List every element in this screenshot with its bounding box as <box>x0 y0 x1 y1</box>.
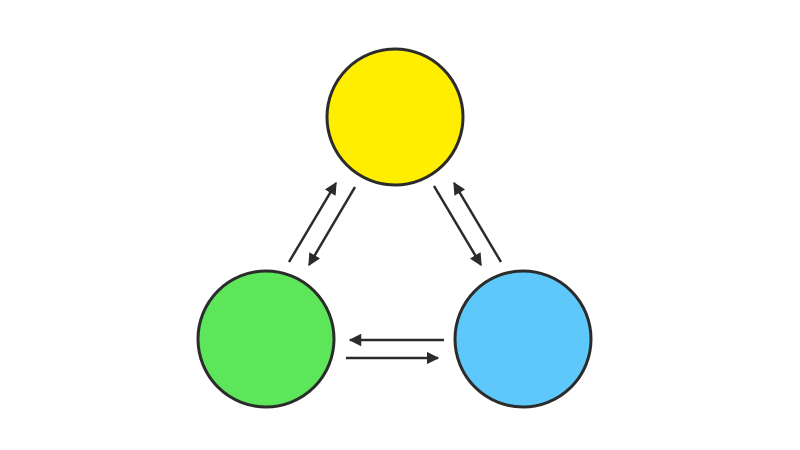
yellow-node <box>325 47 465 187</box>
arrow-green-to-yellow <box>287 181 338 263</box>
blue-node <box>453 269 593 409</box>
arrow-yellow-to-blue <box>432 185 483 267</box>
arrow-yellow-to-green <box>307 186 357 267</box>
arrow-blue-to-yellow <box>452 181 503 263</box>
green-node <box>196 269 336 409</box>
